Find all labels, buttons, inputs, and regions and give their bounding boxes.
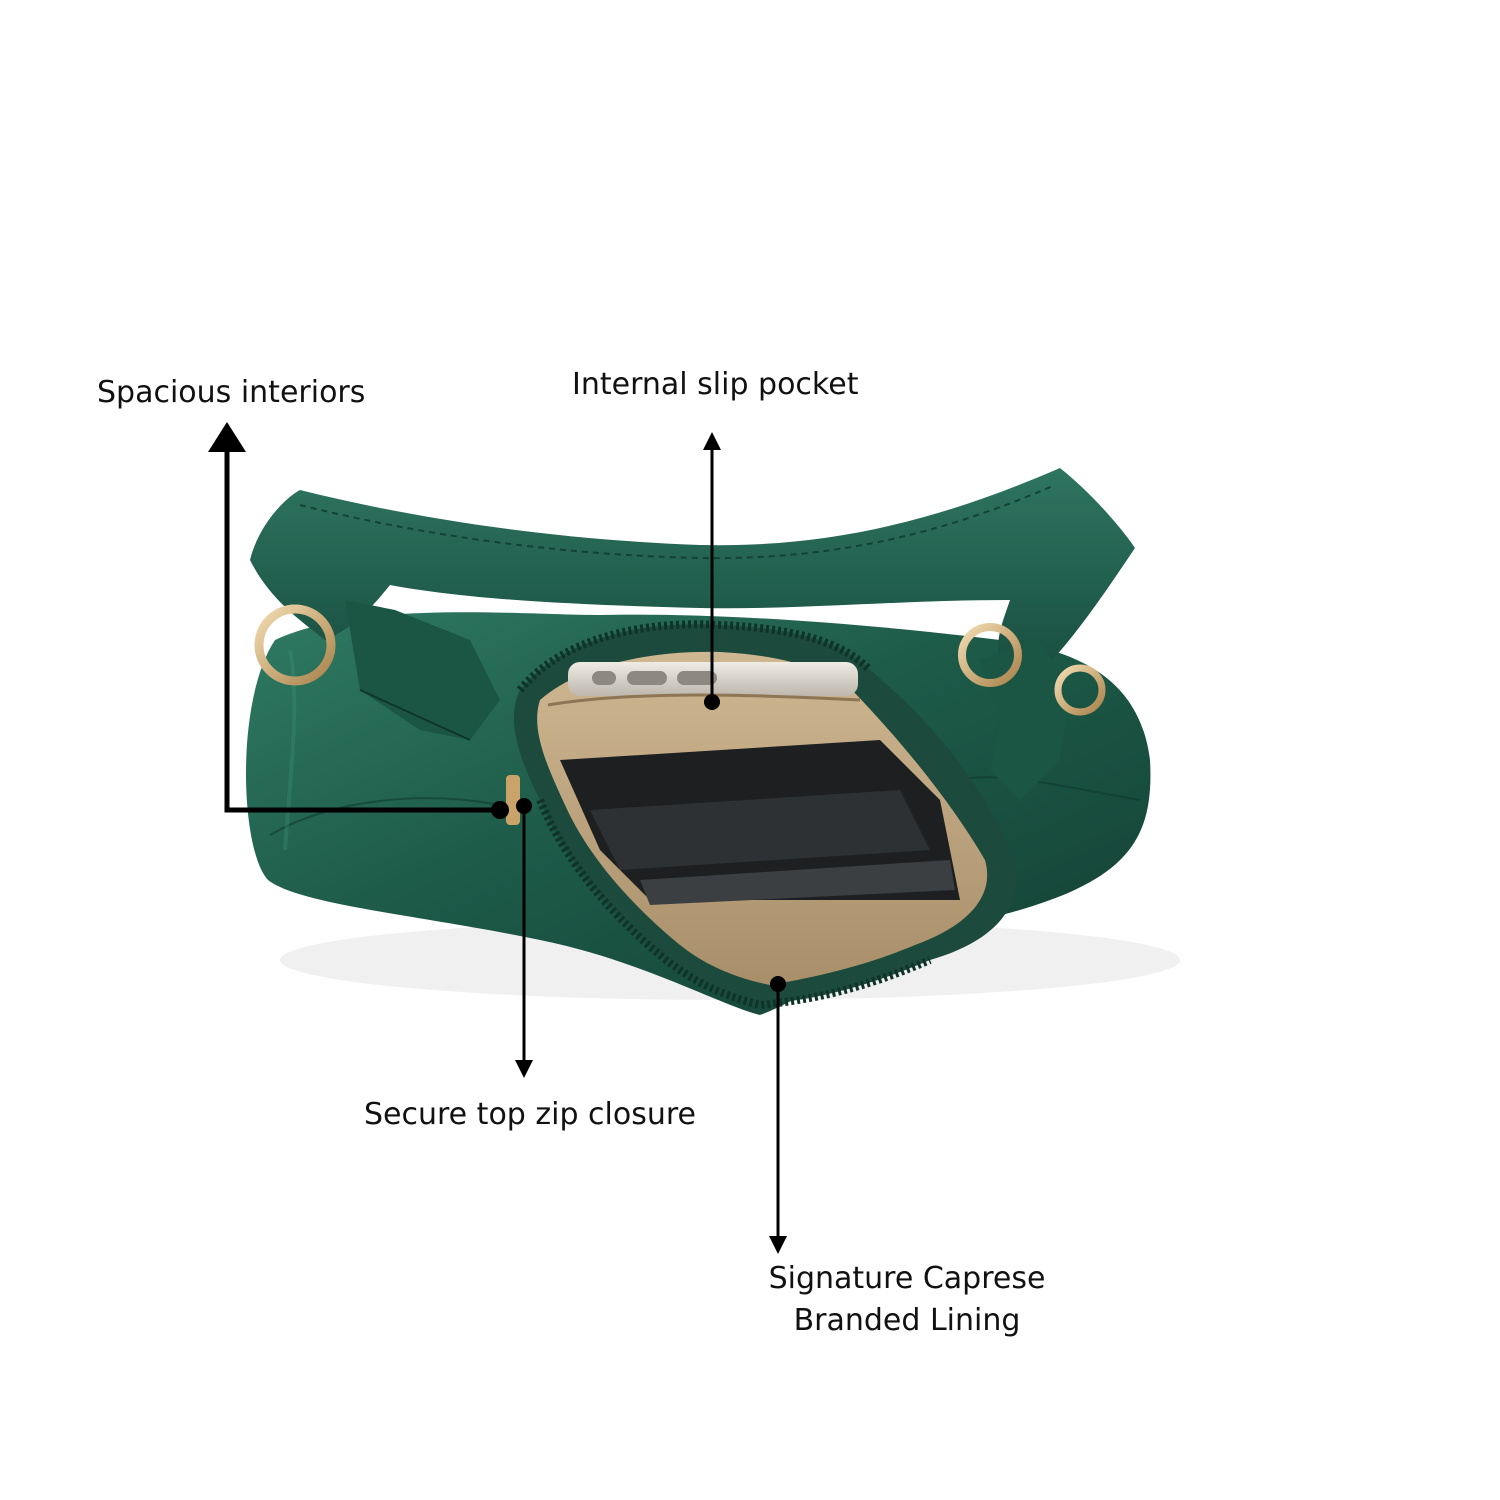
annotation-arrows — [208, 422, 787, 1254]
callout-secure-zip-closure: Secure top zip closure — [364, 1097, 696, 1132]
callout-branded-lining-line2: Branded Lining — [793, 1303, 1021, 1338]
right-gold-ring — [958, 623, 1022, 687]
shoulder-strap — [250, 468, 1135, 690]
callout-branded-lining-line1: Signature Caprese — [768, 1261, 1046, 1296]
handbag-photo — [245, 468, 1180, 1015]
callout-spacious-interiors: Spacious interiors — [97, 375, 366, 410]
arrow-branded-lining — [769, 976, 787, 1254]
left-gold-ring — [254, 604, 336, 686]
callout-branded-lining: Signature Caprese Branded Lining — [752, 1258, 1062, 1342]
zip-puller — [506, 775, 520, 825]
callout-internal-slip-pocket: Internal slip pocket — [572, 367, 859, 402]
arrow-internal-slip-pocket — [703, 432, 721, 710]
arrow-secure-zip-closure — [515, 798, 533, 1078]
arrow-spacious-interiors — [208, 422, 509, 819]
